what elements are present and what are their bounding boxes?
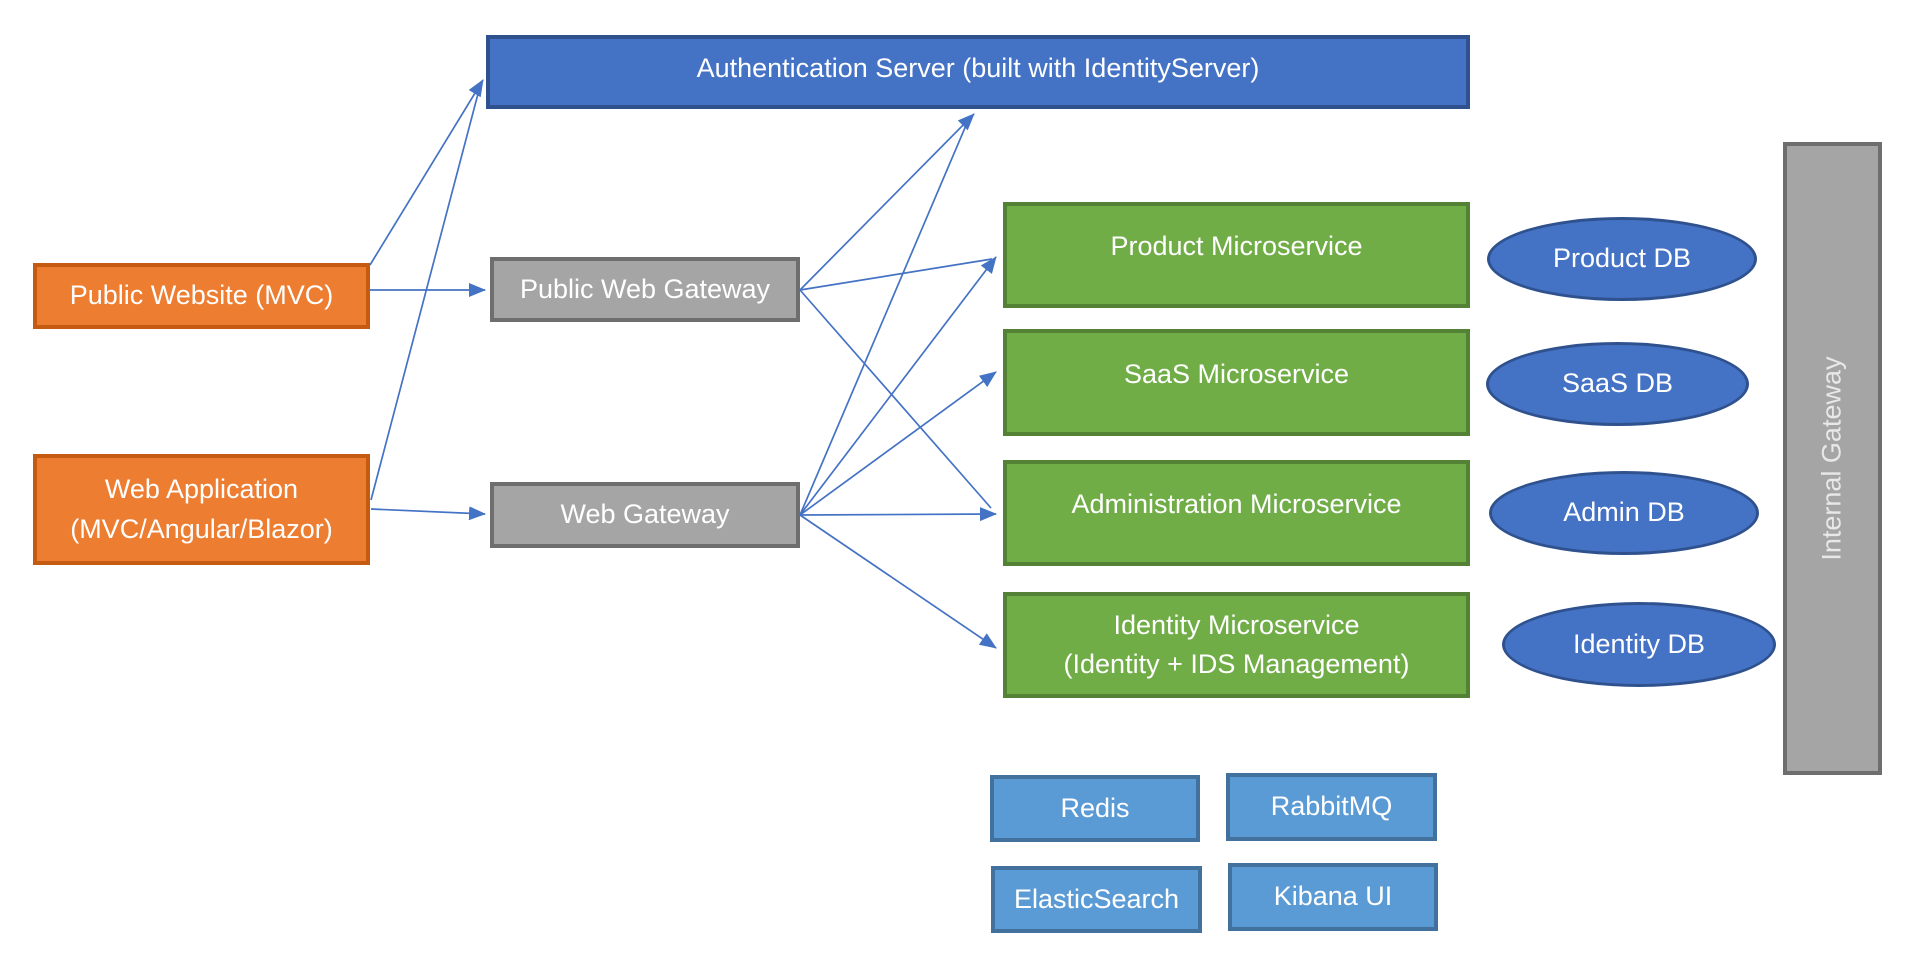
elasticsearch-label-line1: ElasticSearch [1013,883,1180,914]
product-microservice-label: Product Microservice [1110,227,1362,266]
saas-db: SaaS DB [1486,342,1749,426]
identity-db: Identity DB [1502,602,1776,687]
edge-public-web-gateway-to-product-microservice [799,258,993,291]
product-db-label-line1: Product DB [1552,243,1692,274]
auth-server: Authentication Server (built with Identi… [486,35,1470,109]
internal-gateway: Internal Gateway [1783,142,1882,775]
web-gateway-label: Web Gateway [560,495,729,534]
kibana-ui: Kibana UI [1228,863,1438,931]
admin-db-label: Admin DB [1563,493,1685,532]
identity-microservice-label: Identity Microservice (Identity + IDS Man… [1064,606,1410,684]
identity-microservice: Identity Microservice (Identity + IDS Man… [1003,592,1470,698]
saas-microservice-label: SaaS Microservice [1124,355,1349,394]
edge-web-application-to-web-gateway [370,506,486,521]
redis: Redis [990,775,1200,842]
elasticsearch: ElasticSearch [991,866,1202,933]
administration-microservice-label-line1: Administration Microservice [1071,489,1402,520]
rabbitmq-label-line1: RabbitMQ [1270,791,1393,822]
saas-db-label-line1: SaaS DB [1561,368,1674,399]
saas-microservice: SaaS Microservice [1003,329,1470,436]
edge-public-web-gateway-to-auth-server [799,113,975,291]
edge-web-gateway-to-auth-server [799,122,968,516]
auth-server-label: Authentication Server (built with Identi… [697,49,1260,88]
administration-microservice-label: Administration Microservice [1071,485,1401,524]
auth-server-label-line1: Authentication Server (built with Identi… [696,53,1260,84]
saas-db-label: SaaS DB [1562,364,1673,403]
redis-label: Redis [1060,789,1129,828]
web-application-label: Web Application (MVC/Angular/Blazor) [70,470,333,548]
public-website-label: Public Website (MVC) [70,276,334,315]
edge-web-gateway-to-saas-microservice [799,371,997,516]
internal-gateway-label-line1: Internal Gateway [1816,356,1847,561]
product-microservice-label-line1: Product Microservice [1110,231,1363,262]
saas-microservice-label-line1: SaaS Microservice [1123,358,1350,389]
admin-db: Admin DB [1489,471,1759,555]
elasticsearch-label: ElasticSearch [1014,880,1179,919]
identity-microservice-label-line1: Identity Microservice [1113,609,1360,640]
kibana-ui-label-line1: Kibana UI [1273,881,1393,912]
edge-public-web-gateway-to-administration-microservice [799,289,992,509]
public-web-gateway-label: Public Web Gateway [520,270,770,309]
redis-label-line1: Redis [1060,792,1130,823]
edge-web-gateway-to-administration-microservice [799,507,997,522]
edge-web-gateway-to-identity-microservice [799,514,997,649]
web-gateway-label-line1: Web Gateway [560,499,730,530]
rabbitmq: RabbitMQ [1226,773,1437,841]
web-gateway: Web Gateway [490,482,800,548]
edge-web-gateway-to-product-microservice [799,256,997,516]
web-application-label-line1: Web Application [104,474,299,505]
edge-public-website-to-auth-server [369,79,484,266]
kibana-ui-label: Kibana UI [1274,877,1393,916]
identity-db-label: Identity DB [1573,625,1705,664]
identity-db-label-line1: Identity DB [1572,628,1706,659]
edge-web-application-to-auth-server [370,89,480,501]
public-website: Public Website (MVC) [33,263,370,329]
public-web-gateway: Public Web Gateway [490,257,800,322]
web-application-label-line2: (MVC/Angular/Blazor) [70,513,333,544]
rabbitmq-label: RabbitMQ [1271,787,1393,826]
public-web-gateway-label-line1: Public Web Gateway [519,273,771,304]
administration-microservice: Administration Microservice [1003,460,1470,566]
identity-microservice-label-line2: (Identity + IDS Management) [1063,649,1410,679]
product-microservice: Product Microservice [1003,202,1470,308]
public-website-label-line1: Public Website (MVC) [69,280,334,311]
web-application: Web Application (MVC/Angular/Blazor) [33,454,370,565]
product-db: Product DB [1487,217,1757,301]
admin-db-label-line1: Admin DB [1563,497,1685,528]
product-db-label: Product DB [1553,239,1691,278]
internal-gateway-label: Internal Gateway [1813,356,1852,560]
